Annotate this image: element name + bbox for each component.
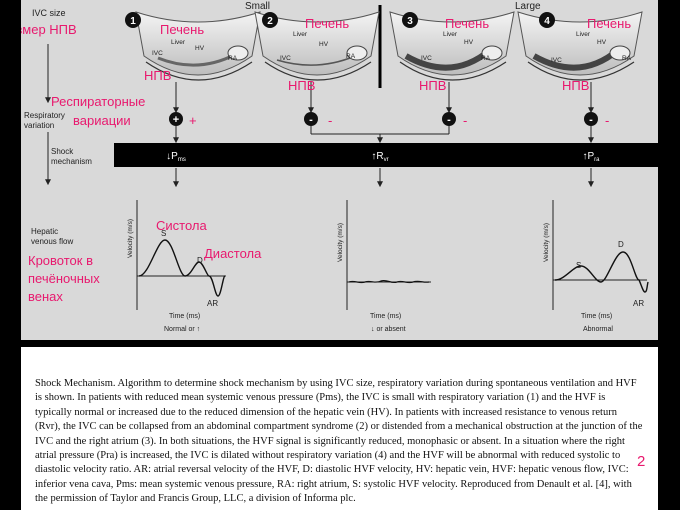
graph3-ylabel: Velocity (m/s) bbox=[543, 223, 550, 262]
graph2-ylabel: Velocity (m/s) bbox=[337, 223, 344, 262]
ru-liver-2: Печень bbox=[305, 16, 349, 31]
echo-hv-label-4: HV bbox=[597, 39, 607, 46]
svg-text:3: 3 bbox=[407, 16, 413, 27]
panel-badge-1: 1 bbox=[125, 12, 141, 28]
panel-badge-4: 4 bbox=[539, 12, 555, 28]
svg-text:-: - bbox=[447, 114, 451, 126]
hepatic-venous-flow-label-2: venous flow bbox=[31, 237, 73, 246]
shock-mechanism-figure: Small Large IVC size Respiratory variati… bbox=[1, 0, 658, 340]
graph1-result: Normal or ↑ bbox=[164, 326, 200, 333]
echo-ivc-label-3: IVC bbox=[421, 55, 432, 62]
graph1-ar-label: AR bbox=[207, 299, 218, 308]
ru-ivc-3: НПВ bbox=[419, 78, 446, 93]
resp-annotation-1: + bbox=[189, 113, 197, 128]
resp-annotation-4: - bbox=[605, 113, 609, 128]
graph3-xlabel: Time (ms) bbox=[581, 313, 612, 320]
echo-hv-label-1: HV bbox=[195, 45, 205, 52]
figure-caption: Shock Mechanism. Algorithm to determine … bbox=[35, 378, 643, 505]
svg-text:1: 1 bbox=[130, 16, 136, 27]
shock-mechanism-label-1: Shock bbox=[51, 147, 74, 156]
resp-sign-4: - bbox=[584, 112, 598, 126]
graph3-s-label: S bbox=[576, 261, 581, 270]
size-small-label: Small bbox=[245, 1, 270, 12]
ru-ivc-size: Размер НПВ bbox=[21, 22, 77, 37]
hepatic-venous-flow-label-1: Hepatic bbox=[31, 227, 58, 236]
ru-resp-1: Респираторные bbox=[51, 94, 145, 109]
ru-diastole: Диастола bbox=[204, 246, 262, 261]
echo-panel-3 bbox=[389, 11, 515, 81]
caption-panel: Shock Mechanism. Algorithm to determine … bbox=[21, 347, 658, 510]
mechanism-pms: ↓Pms bbox=[166, 151, 186, 163]
svg-text:4: 4 bbox=[544, 16, 550, 27]
echo-ra-label-4: RA bbox=[622, 55, 632, 62]
echo-ivc-label-1: IVC bbox=[152, 50, 163, 57]
svg-text:2: 2 bbox=[267, 16, 273, 27]
ru-hvf-1: Кровоток в bbox=[28, 253, 93, 268]
panel-badge-3: 3 bbox=[402, 12, 418, 28]
resp-annotation-2: - bbox=[328, 113, 332, 128]
ru-ivc-1: НПВ bbox=[144, 68, 171, 83]
echo-liver-label-1: Liver bbox=[171, 39, 186, 46]
ru-liver-1: Печень bbox=[160, 22, 204, 37]
mechanism-pra: ↑Pra bbox=[582, 151, 600, 163]
hvf-graph-abnormal: Velocity (m/s) S D AR Time (ms) Abnormal bbox=[543, 200, 649, 333]
ru-hvf-2: печёночных bbox=[28, 271, 100, 286]
echo-panel-2 bbox=[254, 11, 380, 81]
ivc-size-label: IVC size bbox=[32, 8, 66, 18]
echo-hv-label-3: HV bbox=[464, 39, 474, 46]
svg-text:-: - bbox=[589, 114, 593, 126]
ru-liver-4: Печень bbox=[587, 16, 631, 31]
mechanism-rvr: ↑Rvr bbox=[371, 151, 388, 163]
graph1-s-label: S bbox=[161, 229, 166, 238]
mechanism-band bbox=[114, 143, 658, 167]
resp-sign-1: + bbox=[169, 112, 183, 126]
resp-annotation-3: - bbox=[463, 113, 467, 128]
ru-resp-2: вариации bbox=[73, 113, 131, 128]
ru-hvf-3: венах bbox=[28, 289, 63, 304]
shock-mechanism-label-2: mechanism bbox=[51, 157, 92, 166]
hvf-graph-normal: Velocity (m/s) S D AR Time (ms) Normal o… bbox=[127, 200, 226, 333]
echo-hv-label-2: HV bbox=[319, 41, 329, 48]
respiratory-variation-label-2: variation bbox=[24, 121, 54, 130]
slide-number: 2 bbox=[637, 453, 646, 470]
resp-sign-2: - bbox=[304, 112, 318, 126]
echo-liver-label-4: Liver bbox=[576, 31, 591, 38]
echo-liver-label-2: Liver bbox=[293, 31, 308, 38]
graph3-result: Abnormal bbox=[583, 326, 613, 333]
graph1-d-label: D bbox=[197, 256, 203, 265]
graph1-ylabel: Velocity (m/s) bbox=[127, 219, 134, 258]
echo-panel-4 bbox=[517, 11, 643, 81]
echo-ra-label-1: RA bbox=[228, 55, 238, 62]
panel-badge-2: 2 bbox=[262, 12, 278, 28]
size-large-label: Large bbox=[515, 1, 541, 12]
hvf-graph-reduced: Velocity (m/s) Time (ms) ↓ or absent bbox=[337, 200, 431, 333]
echo-panel-1 bbox=[135, 11, 261, 81]
respiratory-variation-label-1: Respiratory bbox=[24, 111, 65, 120]
graph2-xlabel: Time (ms) bbox=[370, 313, 401, 320]
echo-ivc-label-4: IVC bbox=[551, 57, 562, 64]
resp-sign-3: - bbox=[442, 112, 456, 126]
echo-ra-label-3: RA bbox=[481, 55, 491, 62]
graph1-xlabel: Time (ms) bbox=[169, 313, 200, 320]
ru-ivc-4: НПВ bbox=[562, 78, 589, 93]
ru-systole: Систола bbox=[156, 218, 207, 233]
echo-ra-label-2: RA bbox=[346, 53, 356, 60]
graph3-d-label: D bbox=[618, 240, 624, 249]
ru-liver-3: Печень bbox=[445, 16, 489, 31]
graph3-ar-label: AR bbox=[633, 299, 644, 308]
graph2-result: ↓ or absent bbox=[371, 326, 406, 333]
svg-text:+: + bbox=[173, 114, 179, 126]
echo-liver-label-3: Liver bbox=[443, 31, 458, 38]
echo-ivc-label-2: IVC bbox=[280, 55, 291, 62]
ru-ivc-2: НПВ bbox=[288, 78, 315, 93]
figure-canvas: Small Large IVC size Respiratory variati… bbox=[1, 1, 658, 333]
svg-text:-: - bbox=[309, 114, 313, 126]
